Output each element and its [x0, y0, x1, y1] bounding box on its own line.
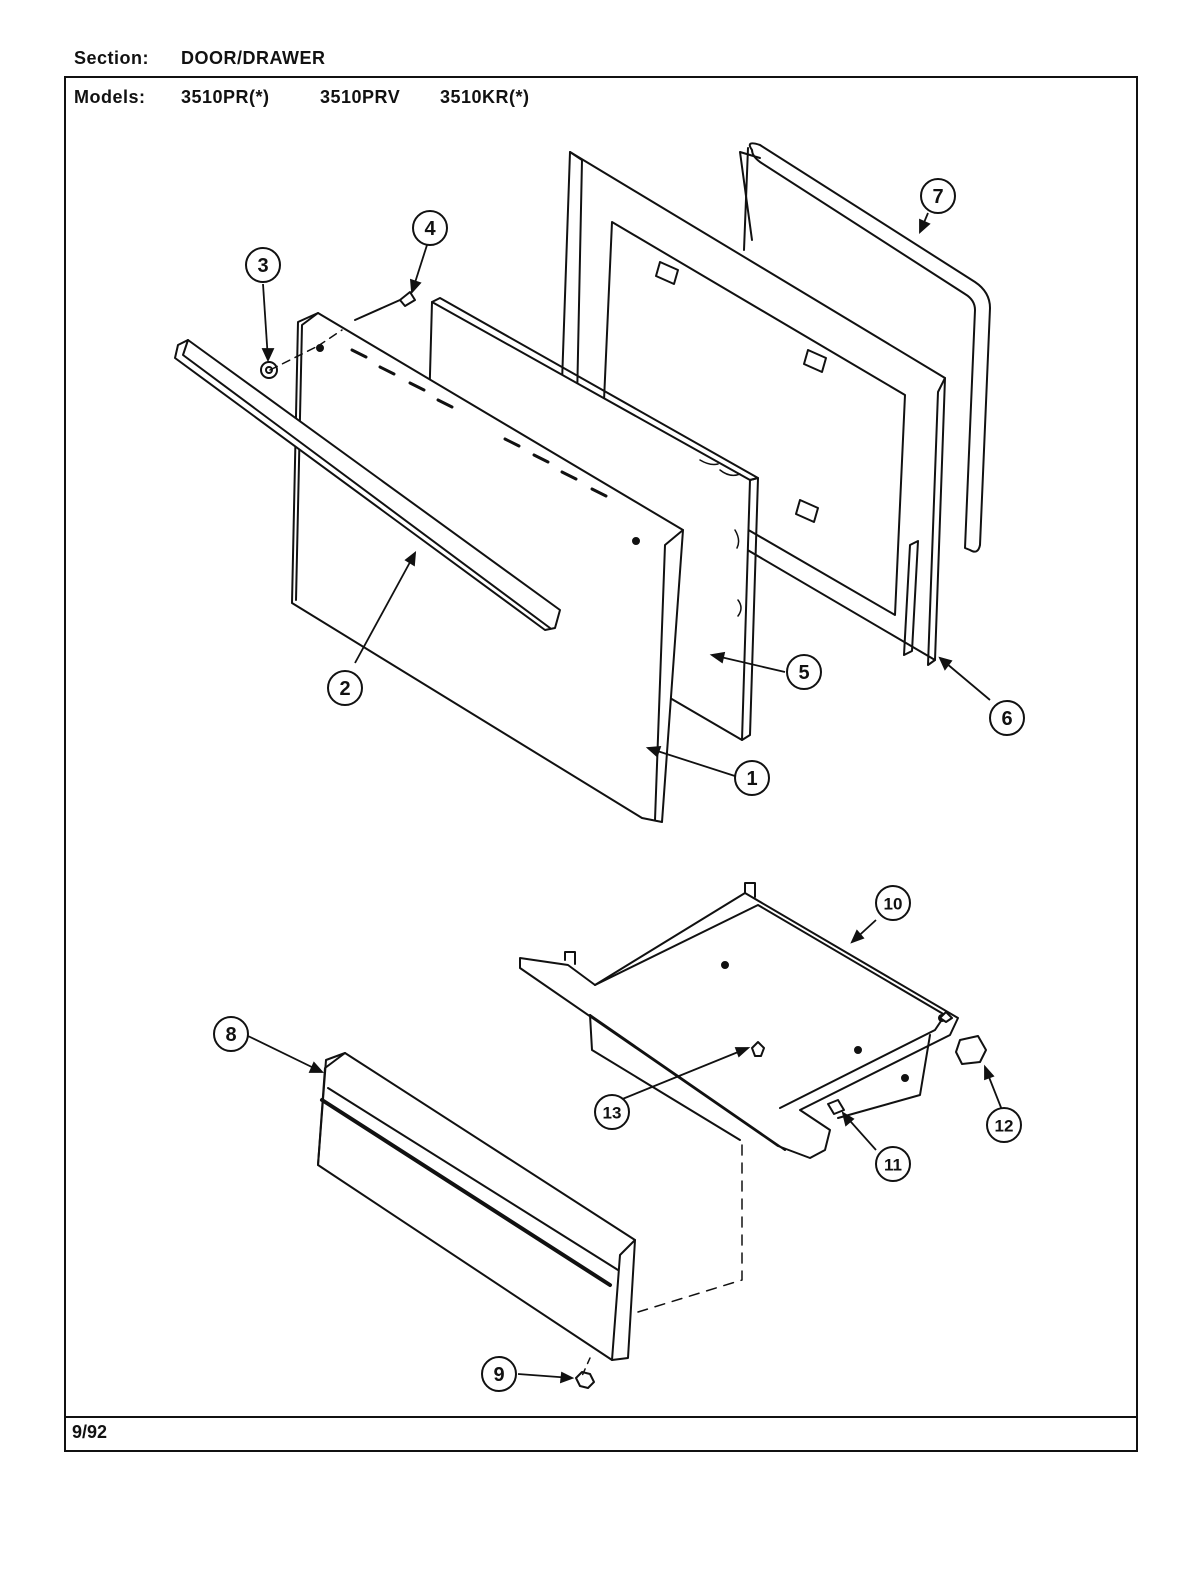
- callout-circle-6: [989, 700, 1025, 736]
- callout-circle-4: [412, 210, 448, 246]
- callout-circle-12: [986, 1107, 1022, 1143]
- door-gasket: [739, 142, 991, 553]
- callout-13: 13: [603, 1104, 622, 1123]
- models-label: Models:: [74, 87, 146, 107]
- footer-date: 9/92: [72, 1422, 108, 1442]
- callout-5: 5: [798, 662, 809, 684]
- drawer-glide: [955, 1035, 987, 1065]
- footer-divider: [64, 1416, 1138, 1418]
- callout-4: 4: [424, 218, 436, 240]
- callouts: [213, 178, 1025, 1392]
- section-label: Section:: [74, 48, 150, 68]
- drawer-screw: [939, 1011, 953, 1023]
- callout-1: 1: [746, 768, 757, 790]
- callout-circle-3: [245, 247, 281, 283]
- model-2: 3510PRV: [320, 87, 401, 107]
- callout-circle-10: [875, 885, 911, 921]
- callout-9: 9: [493, 1364, 504, 1386]
- callout-circle-7: [920, 178, 956, 214]
- section-value: DOOR/DRAWER: [181, 48, 326, 68]
- model-1: 3510PR(*): [181, 87, 270, 107]
- callout-3: 3: [257, 255, 268, 277]
- callout-circle-9: [481, 1356, 517, 1392]
- callout-circle-2: [327, 670, 363, 706]
- model-3: 3510KR(*): [440, 87, 530, 107]
- door-handle: [174, 339, 561, 631]
- nut: [260, 361, 278, 379]
- center-screw: [751, 1041, 765, 1057]
- callout-circle-11: [875, 1146, 911, 1182]
- drawer-clip: [827, 1099, 845, 1115]
- leader-arrows: [247, 212, 1003, 1384]
- callout-8: 8: [225, 1024, 236, 1046]
- callout-11: 11: [884, 1156, 902, 1175]
- drawer-front: [317, 1052, 636, 1361]
- screw: [354, 291, 416, 321]
- callout-7: 7: [932, 186, 943, 208]
- callout-2: 2: [339, 678, 350, 700]
- drawer-body: [519, 882, 959, 1159]
- inner-door-liner: [559, 151, 946, 666]
- diagram-frame: [64, 76, 1138, 1452]
- callout-circle-5: [786, 654, 822, 690]
- callout-12: 12: [995, 1117, 1014, 1136]
- callout-circle-8: [213, 1016, 249, 1052]
- drawer-nut: [575, 1371, 595, 1389]
- callout-circle-13: [594, 1094, 630, 1130]
- callout-10: 10: [884, 895, 903, 914]
- callout-6: 6: [1001, 708, 1012, 730]
- callout-circle-1: [734, 760, 770, 796]
